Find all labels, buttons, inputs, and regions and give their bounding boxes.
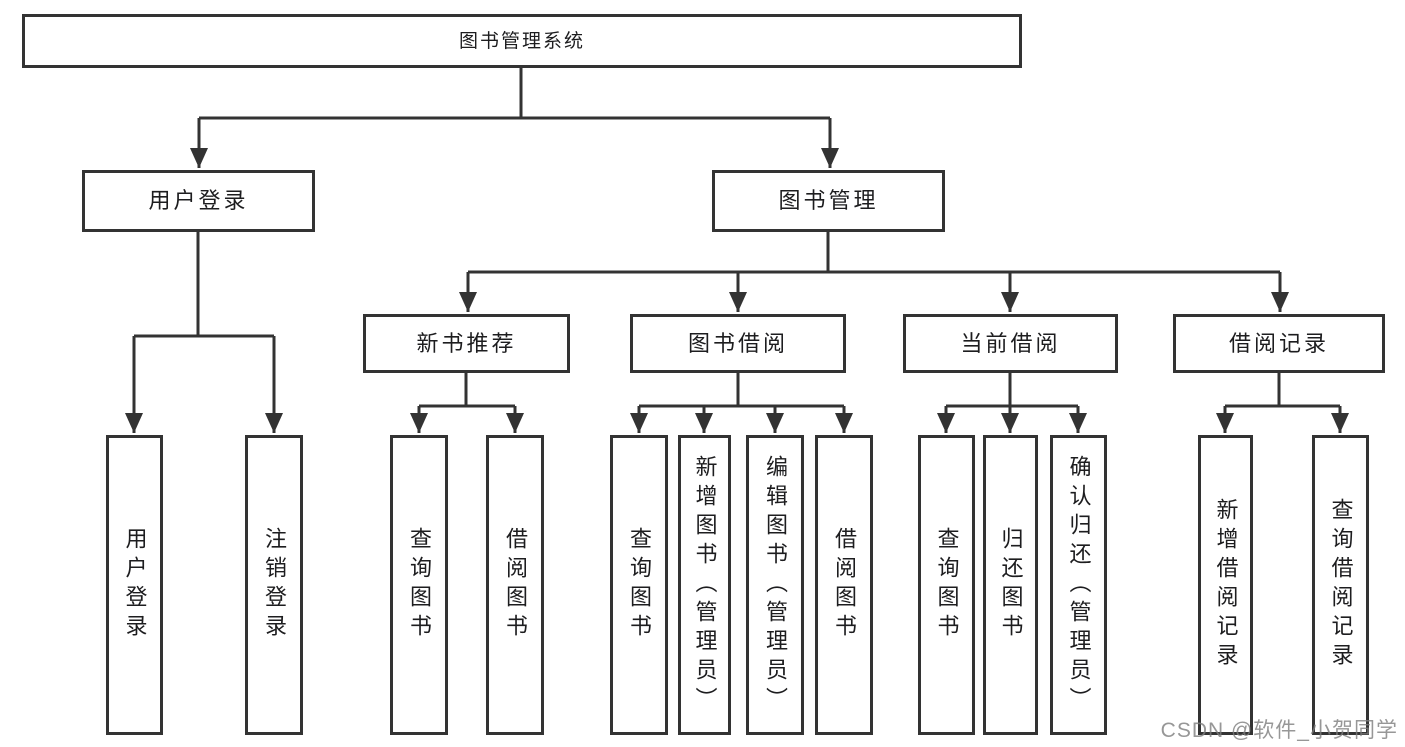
- leaf-return-books: 归还图书: [983, 435, 1038, 735]
- leaf-add-borrow-record: 新增借阅记录: [1198, 435, 1253, 735]
- leaf-add-books-admin: 新增图书（管理员）: [678, 435, 731, 735]
- leaf-logout: 注销登录: [245, 435, 303, 735]
- leaf-edit-books-admin: 编辑图书（管理员）: [746, 435, 804, 735]
- leaf-borrow-books-recommend: 借阅图书: [486, 435, 544, 735]
- leaf-user-login: 用户登录: [106, 435, 163, 735]
- node-new-book-recommend: 新书推荐: [363, 314, 570, 373]
- leaf-query-borrow-record: 查询借阅记录: [1312, 435, 1369, 735]
- node-book-borrow: 图书借阅: [630, 314, 846, 373]
- node-book-management-branch: 图书管理: [712, 170, 945, 232]
- leaf-borrow-books: 借阅图书: [815, 435, 873, 735]
- edge-new-book-to-leaves: [410, 373, 524, 433]
- edge-current-borrow-to-leaves: [937, 373, 1087, 433]
- edge-user-login-to-leaves: [125, 232, 283, 433]
- leaf-query-books-borrow: 查询图书: [610, 435, 668, 735]
- node-borrow-records: 借阅记录: [1173, 314, 1385, 373]
- leaf-query-books-current: 查询图书: [918, 435, 975, 735]
- node-book-management-system: 图书管理系统: [22, 14, 1022, 68]
- edge-borrow-records-to-leaves: [1216, 373, 1349, 433]
- leaf-query-books-recommend: 查询图书: [390, 435, 448, 735]
- leaf-confirm-return-admin: 确认归还（管理员）: [1050, 435, 1107, 735]
- node-current-borrow: 当前借阅: [903, 314, 1118, 373]
- edge-root-to-level2: [190, 68, 839, 168]
- edge-book-borrow-to-leaves: [630, 373, 853, 433]
- csdn-watermark: CSDN @软件_小贺同学: [1160, 719, 1398, 742]
- node-user-login-branch: 用户登录: [82, 170, 315, 232]
- edge-book-management-to-level3: [459, 232, 1289, 312]
